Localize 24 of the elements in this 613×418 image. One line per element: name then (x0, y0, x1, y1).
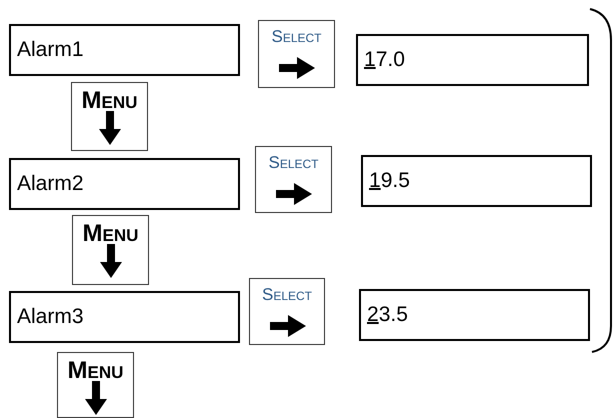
button-label: Menu (80, 87, 138, 115)
button-label: Select (260, 285, 314, 305)
value-display (356, 34, 589, 86)
button-label: Select (267, 153, 320, 173)
menu-button (71, 82, 148, 151)
value-text: 23.5 (367, 303, 408, 327)
select-button (258, 20, 335, 88)
value-text: 17.0 (364, 48, 405, 72)
menu-button (57, 352, 134, 418)
display-text: Alarm3 (17, 305, 84, 329)
display-text: Alarm2 (17, 172, 84, 196)
value-text: 19.5 (369, 169, 410, 193)
display-box (9, 158, 240, 210)
display-box (9, 24, 240, 76)
menu-button (72, 215, 149, 285)
button-label: Menu (82, 220, 140, 248)
select-button (255, 146, 332, 213)
value-display (361, 155, 592, 207)
button-label: Select (270, 27, 323, 47)
display-text: Alarm1 (17, 38, 84, 62)
value-display (359, 289, 590, 341)
select-button (249, 278, 325, 345)
button-label: Menu (66, 357, 124, 385)
display-box (9, 291, 240, 343)
